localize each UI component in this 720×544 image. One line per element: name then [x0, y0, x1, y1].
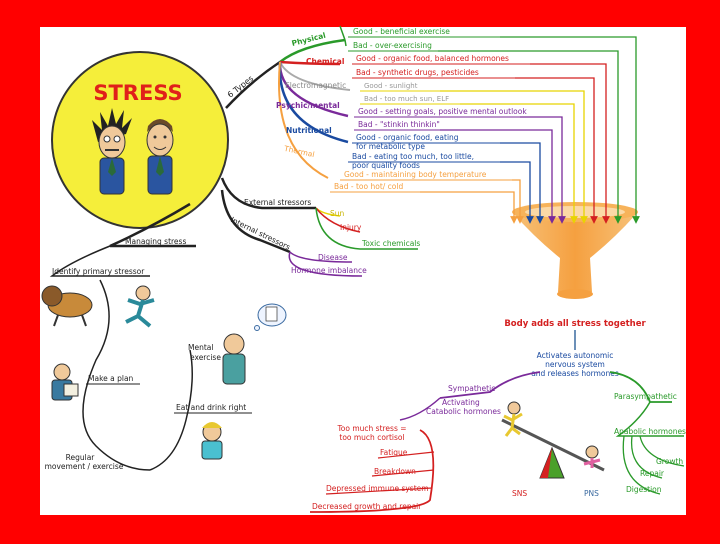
nutritional-label: Nutritional: [286, 126, 332, 135]
pns-label: PNS: [584, 489, 599, 498]
anabolic-digestion: Digestion: [626, 485, 662, 494]
calm-person-icon: [146, 119, 174, 195]
anabolic-label: Anabolic hormones: [614, 427, 686, 436]
nutritional-good-line1: Good - organic food, eating: [356, 133, 459, 142]
psychic-bad: Bad - "stinkin thinkin": [358, 120, 440, 129]
external-toxic: Toxic chemicals: [361, 239, 420, 248]
movement-label-line1: Regular: [66, 453, 96, 462]
thinking-person-icon: [222, 303, 287, 385]
psychic-label: Psychic/mental: [276, 101, 340, 110]
managing-label: Managing stress: [125, 237, 186, 246]
electromagnetic-good: Good - sunlight: [364, 82, 418, 90]
sns-label: SNS: [512, 489, 527, 498]
effect-fatigue: Fatigue: [380, 448, 408, 457]
chemical-label: Chemical: [306, 57, 344, 66]
drinking-person-icon: [201, 422, 223, 460]
physical-good: Good - beneficial exercise: [353, 27, 450, 36]
activates-line3: and releases hormones: [531, 369, 619, 378]
activating-line1: Activating: [442, 398, 480, 407]
too-much-line1: Too much stress =: [336, 424, 406, 433]
physical-bad: Bad - over-exercising: [353, 41, 432, 50]
effect-breakdown: Breakdown: [374, 467, 416, 476]
running-person-icon: [125, 285, 155, 328]
body-sum-label: Body adds all stress together: [504, 319, 646, 329]
chemical-bad: Bad - synthetic drugs, pesticides: [356, 68, 479, 77]
external-injury: Injury: [340, 223, 362, 232]
effect-immune: Depressed immune system: [326, 484, 429, 493]
activates-line2: nervous system: [545, 360, 605, 369]
chemical-good: Good - organic food, balanced hormones: [356, 54, 509, 63]
main-title: STRESS: [93, 81, 182, 105]
managing-branch: Managing stress Identify primary stresso…: [41, 202, 287, 471]
anabolic-repair: Repair: [640, 469, 665, 478]
plan-label: Make a plan: [88, 374, 134, 383]
stressed-person-icon: [92, 108, 132, 195]
thermal-good: Good - maintaining body temperature: [344, 170, 487, 179]
activates-line1: Activates autonomic: [537, 351, 614, 360]
lion-icon: [41, 285, 93, 327]
sympathetic-label: Sympathetic: [448, 384, 495, 393]
head-circle: [51, 51, 229, 229]
eat-label: Eat and drink right: [176, 403, 246, 412]
types-branch: 6 Types Physical Good - beneficial exerc…: [225, 25, 530, 193]
external-label: External stressors: [244, 198, 311, 207]
mental-label-line2: exercise: [190, 353, 221, 362]
parasympathetic-label: Parasympathetic: [614, 392, 677, 401]
mental-label-line1: Mental: [188, 343, 213, 352]
planning-person-icon: [51, 363, 79, 401]
too-much-line2: too much cortisol: [339, 433, 404, 442]
body-response: Body adds all stress together Activates …: [309, 319, 686, 513]
psychic-good: Good - setting goals, positive mental ou…: [358, 107, 527, 116]
identify-label: Identify primary stressor: [52, 267, 145, 276]
thermal-bad: Bad - too hot/ cold: [334, 182, 403, 191]
nutritional-bad-line2: poor quality foods: [352, 161, 420, 170]
anabolic-growth: Growth: [656, 457, 683, 466]
external-sun: Sun: [330, 209, 345, 218]
seesaw-icon: [501, 401, 605, 479]
nutritional-bad-line1: Bad - eating too much, too little,: [352, 152, 474, 161]
stress-head: STRESS: [51, 51, 229, 229]
electromagnetic-bad: Bad - too much sun, ELF: [364, 95, 449, 103]
effect-growth-repair: Decreased growth and repair: [312, 502, 422, 511]
activating-line2: Catabolic hormones: [426, 407, 501, 416]
movement-label-line2: movement / exercise: [45, 462, 124, 471]
internal-disease: Disease: [318, 253, 348, 262]
internal-hormone: Hormone imbalance: [291, 266, 367, 275]
electromagnetic-label: Electromagnetic: [285, 81, 346, 90]
nutritional-good-line2: for metabolic type: [356, 142, 425, 151]
funnel-arrows: [420, 36, 640, 224]
